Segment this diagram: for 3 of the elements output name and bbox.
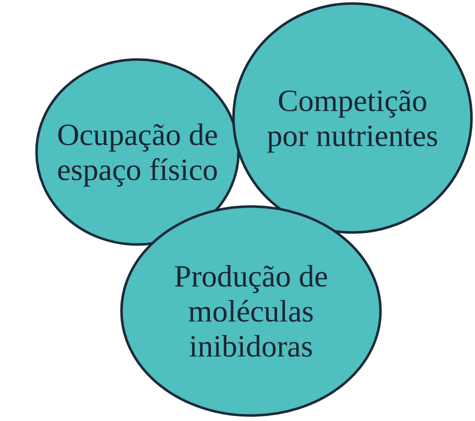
circle-label: Competição por nutrientes xyxy=(266,83,440,153)
circle-label: Ocupação de espaço físico xyxy=(56,117,219,187)
circle-label: Produção de moléculas inibidoras xyxy=(172,258,330,364)
